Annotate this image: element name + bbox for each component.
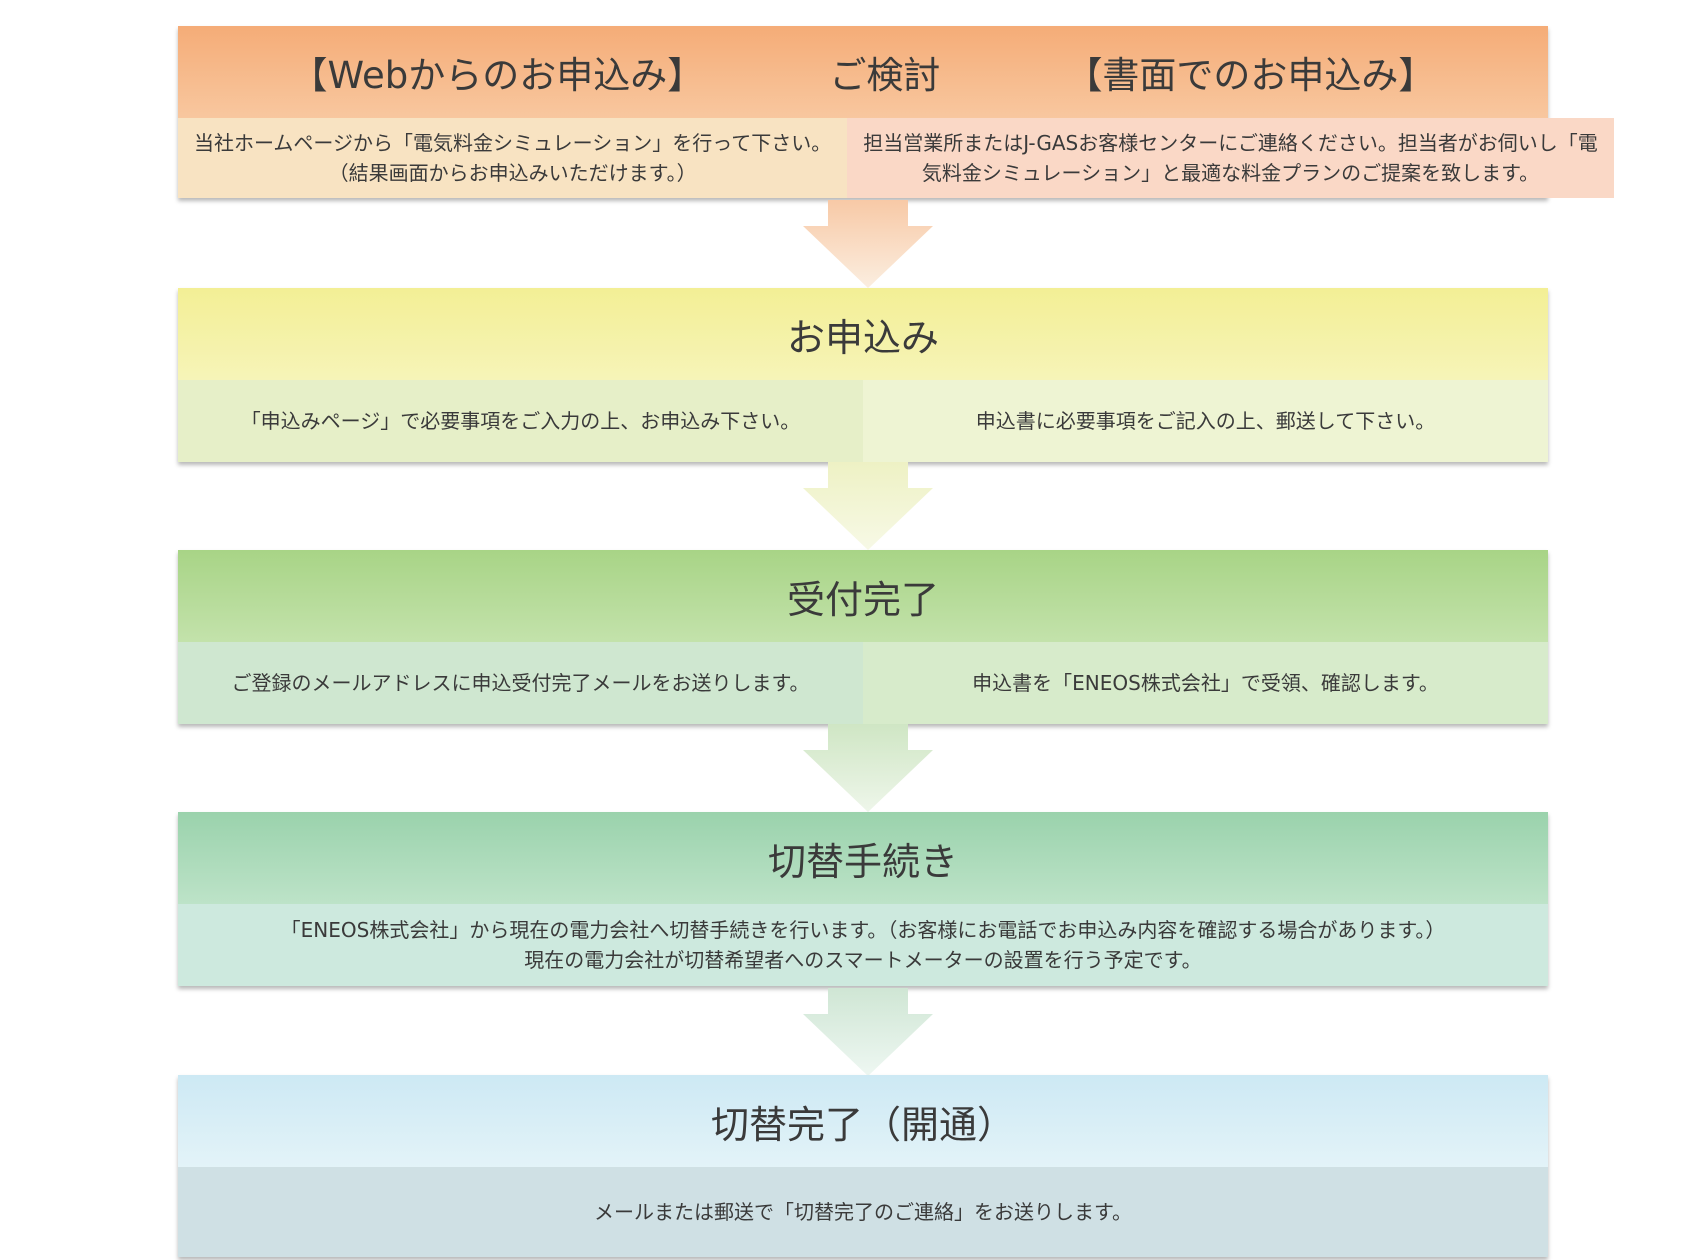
arrow-down-icon: [803, 724, 933, 812]
step-header: 【Webからのお申込み】 ご検討 【書面でのお申込み】: [178, 26, 1548, 118]
description-line: 担当営業所またはJ-GASお客様センターにご連絡ください。担当者がお伺いし「電: [863, 131, 1598, 155]
paper-description: 担当営業所またはJ-GASお客様センターにご連絡ください。担当者がお伺いし「電 …: [847, 118, 1614, 198]
step-title: 切替完了（開通）: [710, 1102, 1015, 1147]
step-header: 受付完了: [178, 550, 1548, 642]
paper-description: 申込書に必要事項をご記入の上、郵送して下さい。: [863, 380, 1548, 462]
step-header: お申込み: [178, 288, 1548, 380]
step-header: 切替完了（開通）: [178, 1075, 1548, 1167]
description-line: 気料金シミュレーション」と最適な料金プランのご提案を致します。: [921, 161, 1540, 185]
arrow-down-icon: [803, 988, 933, 1076]
step-title: ご検討: [829, 54, 941, 97]
step-acceptance-complete: 受付完了 ご登録のメールアドレスに申込受付完了メールをお送りします。 申込書を「…: [178, 550, 1548, 724]
description-line: 現在の電力会社が切替希望者へのスマートメーターの設置を行う予定です。: [524, 948, 1202, 972]
step-title: 切替手続き: [767, 839, 958, 884]
step-title: お申込み: [786, 315, 939, 360]
step-consideration: 【Webからのお申込み】 ご検討 【書面でのお申込み】 当社ホームページから「電…: [178, 26, 1614, 198]
step-header: 切替手続き: [178, 812, 1548, 904]
paper-application-title: 【書面でのお申込み】: [1065, 54, 1436, 97]
step-body: メールまたは郵送で「切替完了のご連絡」をお送りします。: [178, 1167, 1548, 1257]
step-switch-complete: 切替完了（開通） メールまたは郵送で「切替完了のご連絡」をお送りします。: [178, 1075, 1548, 1257]
step-body: 「申込みページ」で必要事項をご入力の上、お申込み下さい。 申込書に必要事項をご記…: [178, 380, 1548, 462]
arrow-down-icon: [803, 462, 933, 550]
step-switch-procedure: 切替手続き 「ENEOS株式会社」から現在の電力会社へ切替手続きを行います。（お…: [178, 812, 1548, 986]
web-description: 「申込みページ」で必要事項をご入力の上、お申込み下さい。: [178, 380, 863, 462]
description-line: 当社ホームページから「電気料金シミュレーション」を行って下さい。: [194, 131, 832, 155]
step-application: お申込み 「申込みページ」で必要事項をご入力の上、お申込み下さい。 申込書に必要…: [178, 288, 1548, 462]
web-application-title: 【Webからのお申込み】: [290, 54, 705, 97]
step-body: ご登録のメールアドレスに申込受付完了メールをお送りします。 申込書を「ENEOS…: [178, 642, 1548, 724]
web-description: ご登録のメールアドレスに申込受付完了メールをお送りします。: [178, 642, 863, 724]
description-line: 「ENEOS株式会社」から現在の電力会社へ切替手続きを行います。（お客様にお電話…: [280, 918, 1446, 942]
completion-description: メールまたは郵送で「切替完了のご連絡」をお送りします。: [178, 1167, 1548, 1257]
step-body: 「ENEOS株式会社」から現在の電力会社へ切替手続きを行います。（お客様にお電話…: [178, 904, 1548, 986]
step-title: 受付完了: [786, 577, 939, 622]
arrow-down-icon: [803, 200, 933, 288]
step-body: 当社ホームページから「電気料金シミュレーション」を行って下さい。 （結果画面から…: [178, 118, 1614, 198]
web-description: 当社ホームページから「電気料金シミュレーション」を行って下さい。 （結果画面から…: [178, 118, 848, 198]
description-line: （結果画面からお申込みいただけます。）: [328, 161, 697, 185]
paper-description: 申込書を「ENEOS株式会社」で受領、確認します。: [863, 642, 1548, 724]
procedure-description: 「ENEOS株式会社」から現在の電力会社へ切替手続きを行います。（お客様にお電話…: [178, 904, 1548, 986]
